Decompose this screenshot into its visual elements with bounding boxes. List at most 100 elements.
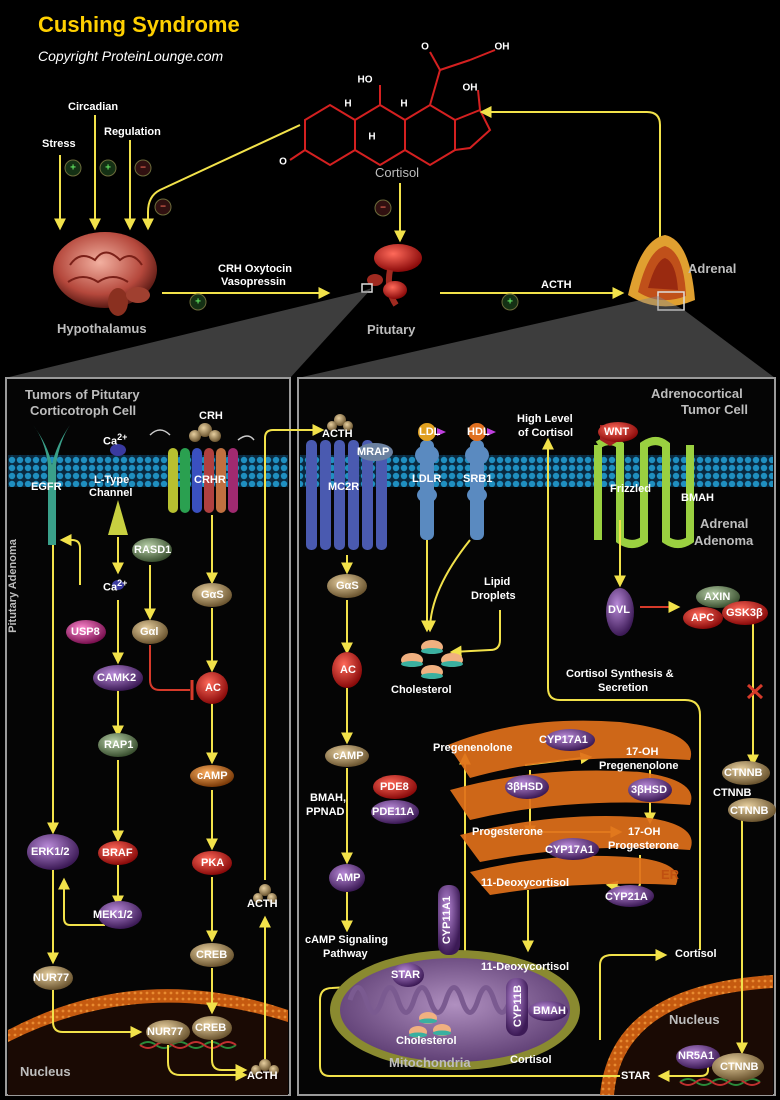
- node-camp-right: cAMP: [333, 750, 364, 762]
- node-ca-top: Ca2+: [103, 432, 128, 448]
- node-gai: Gαl: [140, 626, 159, 638]
- node-amp: AMP: [336, 872, 361, 884]
- mol-h3: H: [368, 132, 375, 143]
- node-pregnenolone: Pregenenolone: [433, 742, 513, 754]
- node-ltype-1: L-Type: [94, 474, 130, 486]
- node-srb1: SRB1: [463, 473, 493, 485]
- left-panel-title-1: Tumors of Pitutary: [25, 387, 140, 402]
- node-deoxy-mito: 11-Deoxycortisol: [481, 961, 570, 973]
- node-creb-left: CREB: [196, 949, 228, 961]
- node-star-bottom: STAR: [621, 1070, 651, 1082]
- node-ltype-2: Channel: [89, 487, 133, 499]
- label-vasopressin: Vasopressin: [221, 276, 286, 288]
- label-regulation: Regulation: [104, 126, 161, 138]
- node-cortisol-out: Cortisol: [675, 948, 717, 960]
- page-title: Cushing Syndrome: [38, 12, 240, 37]
- cholesterol-droplets-icon: [401, 640, 463, 679]
- node-cholesterol: Cholesterol: [391, 684, 452, 696]
- regulation-badges: + + − − − + +: [64, 159, 519, 311]
- label-circadian: Circadian: [68, 101, 119, 113]
- node-bmah-ppnad-2: PPNAD: [306, 806, 345, 818]
- mol-h1: H: [344, 99, 351, 110]
- label-stress: Stress: [42, 138, 76, 150]
- node-camp-left: cAMP: [197, 770, 228, 782]
- node-camp-path-1: cAMP Signaling: [305, 934, 388, 946]
- node-frizzled: Frizzled: [610, 483, 651, 495]
- node-axin: AXIN: [704, 591, 731, 603]
- mitochondria-label: Mitochondria: [389, 1055, 471, 1070]
- right-nucleus-label: Nucleus: [669, 1012, 720, 1027]
- right-panel-title-1: Adrenocortical: [651, 386, 743, 401]
- node-wnt: WNT: [604, 426, 630, 438]
- node-deoxy-er: 11-Deoxycortisol: [481, 877, 570, 889]
- node-ca-mid: Ca2+: [103, 578, 128, 594]
- hypothalamus-brain-icon: [53, 232, 157, 316]
- node-mrap: MRAP: [357, 446, 390, 458]
- node-egfr: EGFR: [31, 481, 62, 493]
- node-mc2r: MC2R: [328, 481, 360, 493]
- node-cortisol-mito: Cortisol: [510, 1054, 552, 1066]
- node-camp-path-2: Pathway: [323, 948, 368, 960]
- node-synth-1: Cortisol Synthesis &: [566, 668, 674, 680]
- node-ctnnb-1: CTNNB: [724, 767, 763, 779]
- node-nr5a1: NR5A1: [678, 1050, 715, 1062]
- node-chol-mito: Cholesterol: [396, 1035, 457, 1047]
- mol-oh2: OH: [463, 83, 478, 94]
- node-oh-prog-2: Progesterone: [608, 840, 679, 852]
- node-acth-mid: ACTH: [247, 898, 278, 910]
- node-erk: ERK1/2: [31, 846, 70, 858]
- node-cyp17a1-top: CYP17A1: [539, 734, 588, 746]
- node-cyp17a1-mid: CYP17A1: [545, 844, 594, 856]
- node-pde11a: PDE11A: [372, 806, 415, 818]
- er-label: ER: [661, 867, 680, 882]
- node-nur77-nucleus: NUR77: [147, 1026, 184, 1038]
- node-progesterone: Progesterone: [472, 826, 543, 838]
- node-nur77: NUR77: [33, 972, 70, 984]
- node-lipid-1: Lipid: [484, 576, 511, 588]
- node-hsd-1: 3βHSD: [507, 781, 544, 793]
- egfr-receptor-icon: [33, 425, 70, 545]
- left-panel-side-label: Pitutary Adenoma: [6, 539, 19, 633]
- node-cyp11a1: CYP11A1: [441, 895, 454, 945]
- svg-text:+: +: [195, 297, 201, 308]
- node-usp8: USP8: [71, 626, 100, 638]
- svg-text:+: +: [105, 163, 111, 174]
- label-acth-top: ACTH: [541, 279, 572, 291]
- node-creb-nucleus: CREB: [195, 1022, 227, 1034]
- mol-oh1: OH: [495, 42, 510, 53]
- acth-cluster-icons: [251, 414, 353, 1075]
- mol-o1: O: [279, 157, 287, 168]
- mito-cholesterol-icon: [409, 1012, 451, 1038]
- node-ctnnb-3: CTNNB: [730, 805, 769, 817]
- label-hypothalamus: Hypothalamus: [57, 321, 147, 336]
- mol-h2: H: [400, 99, 407, 110]
- svg-text:−: −: [380, 203, 386, 214]
- node-mek: MEK1/2: [93, 909, 133, 921]
- node-camk2: CAMK2: [97, 672, 137, 684]
- node-bmah-ppnad-1: BMAH,: [310, 792, 347, 804]
- node-bmah-top: BMAH: [681, 492, 714, 504]
- node-braf: BRAF: [102, 847, 133, 859]
- node-ctnnb-nucleus: CTNNB: [720, 1061, 759, 1073]
- cortisol-molecule: [289, 49, 496, 167]
- node-ac-left: AC: [205, 682, 221, 694]
- svg-text:−: −: [140, 163, 146, 174]
- node-ctnnb-2: CTNNB: [713, 787, 752, 799]
- node-acth-bottom: ACTH: [247, 1070, 278, 1082]
- srb1-receptor-icon: [465, 440, 489, 540]
- node-crh: CRH: [199, 410, 223, 422]
- ldlr-receptor-icon: [415, 440, 439, 540]
- node-high-cortisol-1: High Level: [517, 413, 573, 425]
- node-apc: APC: [691, 612, 715, 624]
- node-gsk: GSK3β: [726, 607, 763, 619]
- node-gas-right: GαS: [336, 580, 359, 592]
- node-dvl: DVL: [608, 604, 630, 616]
- node-rasd1: RASD1: [134, 544, 172, 556]
- node-gas-left: GαS: [201, 589, 224, 601]
- mol-o2: O: [421, 42, 429, 53]
- node-cyp11b: CYP11B: [512, 984, 525, 1028]
- node-bmah-mito: BMAH: [533, 1005, 566, 1017]
- node-oh-preg-1: 17-OH: [626, 746, 659, 758]
- node-synth-2: Secretion: [598, 682, 649, 694]
